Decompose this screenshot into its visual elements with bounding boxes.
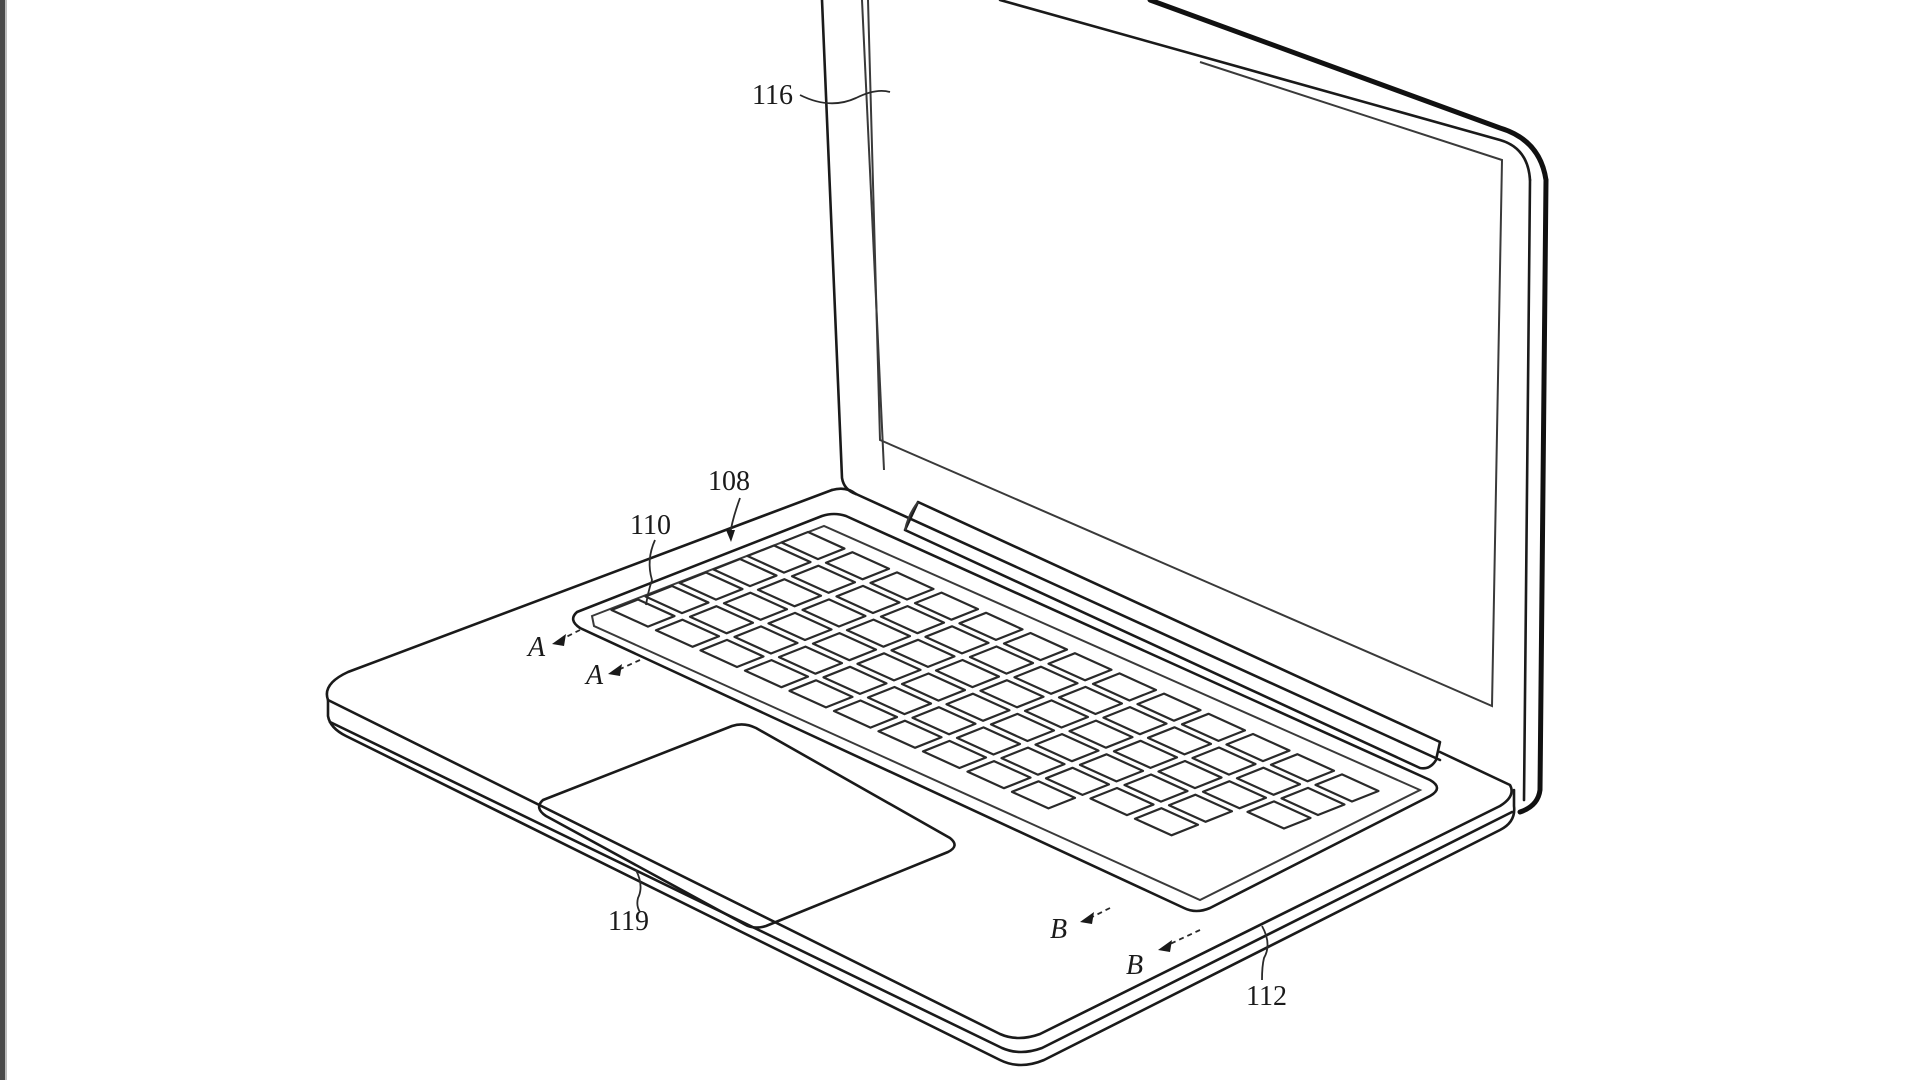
- keycap: [811, 632, 878, 662]
- keycap: [958, 611, 1024, 641]
- keycap: [746, 544, 812, 574]
- keycap: [1010, 780, 1077, 810]
- keycap: [767, 611, 833, 642]
- keycap: [1112, 739, 1179, 769]
- keycap: [654, 618, 721, 648]
- label-119: 119: [608, 906, 649, 937]
- keycap: [1034, 733, 1100, 763]
- keycap: [1157, 759, 1223, 790]
- keycap: [788, 679, 854, 709]
- base-housing: [325, 487, 1516, 1067]
- trackpad: [537, 723, 956, 929]
- label-108: 108: [708, 466, 750, 497]
- page-left-border-highlight: [5, 0, 7, 1080]
- keycap: [1091, 672, 1158, 702]
- keycap: [1146, 726, 1213, 756]
- keycap: [900, 672, 967, 702]
- keycap: [1013, 665, 1079, 695]
- keycap: [1023, 699, 1090, 729]
- keycap: [1191, 746, 1257, 776]
- label-116: 116: [752, 80, 793, 111]
- keycap: [644, 584, 710, 615]
- keycap: [866, 685, 933, 716]
- keycap: [979, 679, 1045, 709]
- keycap: [890, 638, 956, 668]
- keycap: [1269, 753, 1336, 783]
- keycap: [845, 618, 912, 648]
- keycap: [1057, 685, 1124, 716]
- keycap: [877, 719, 943, 749]
- keycap: [801, 598, 867, 628]
- section-b-upper: B: [1050, 914, 1067, 945]
- keycap: [1123, 773, 1189, 803]
- keycap: [1002, 631, 1069, 662]
- keycap: [1068, 719, 1134, 749]
- keycap: [699, 638, 765, 669]
- keycap: [733, 625, 799, 655]
- keycap: [824, 551, 891, 581]
- keycap: [688, 605, 755, 635]
- display-lid: [820, 0, 1549, 815]
- keycap: [869, 571, 935, 601]
- keycap: [712, 557, 778, 588]
- keycap: [879, 605, 946, 635]
- keycap: [1047, 652, 1113, 682]
- keycap: [1102, 706, 1168, 736]
- keycap: [777, 645, 844, 675]
- keycap: [678, 571, 744, 601]
- label-112: 112: [1246, 981, 1287, 1012]
- section-a-lower: A: [584, 660, 604, 691]
- reference-labels: 116 108 110 119 112 A A B B: [526, 80, 1287, 1012]
- keycap: [1089, 786, 1155, 817]
- keycap: [822, 665, 888, 695]
- keycap: [921, 739, 988, 770]
- keycap: [911, 706, 977, 736]
- keycap: [924, 625, 990, 655]
- keycap: [934, 658, 1001, 689]
- label-110: 110: [630, 510, 671, 541]
- keycap: [790, 564, 857, 594]
- keycap: [780, 530, 846, 561]
- keycap: [1246, 800, 1312, 830]
- keycap: [1180, 712, 1247, 742]
- keycap: [1225, 732, 1291, 763]
- keycap: [1167, 793, 1234, 823]
- hinge: [903, 500, 1442, 770]
- keycap: [955, 726, 1022, 756]
- keycap: [1201, 780, 1268, 810]
- keycap: [1235, 766, 1302, 796]
- keycap: [913, 591, 980, 621]
- keycap: [1280, 786, 1346, 817]
- keycap: [832, 699, 899, 729]
- keycap: [1078, 753, 1145, 783]
- keycap: [1044, 766, 1111, 796]
- keycap: [743, 659, 810, 689]
- keycap: [966, 760, 1032, 790]
- keycap: [1000, 746, 1066, 776]
- keycap: [835, 584, 901, 615]
- section-a-upper: A: [526, 632, 546, 663]
- keycap: [1136, 692, 1202, 722]
- keycap: [610, 598, 676, 628]
- keycap: [945, 692, 1011, 722]
- keycap: [1314, 773, 1380, 803]
- section-b-lower: B: [1126, 950, 1143, 981]
- keycap: [968, 645, 1035, 675]
- keycap: [1133, 807, 1200, 837]
- keycap: [722, 591, 789, 621]
- page-left-border: [0, 0, 5, 1080]
- keycap: [756, 578, 823, 608]
- keycap: [989, 712, 1056, 743]
- keyboard: [571, 512, 1439, 913]
- keycap: [856, 652, 922, 682]
